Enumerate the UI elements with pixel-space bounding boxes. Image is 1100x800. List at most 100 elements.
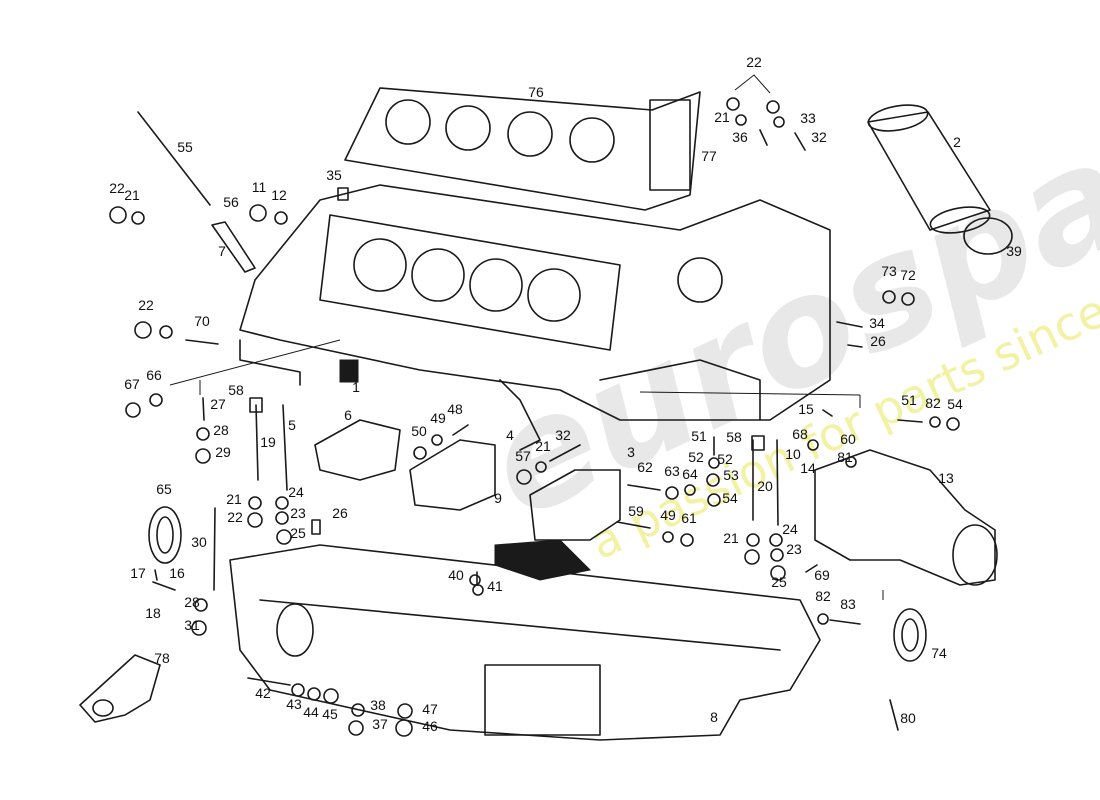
callout-70: 70 [194, 313, 210, 329]
callout-53: 53 [723, 467, 739, 483]
callout-77: 77 [701, 148, 717, 164]
callout-78: 78 [154, 650, 170, 666]
callout-10: 10 [785, 446, 801, 462]
hardware-nuts-washers [109, 97, 960, 737]
callout-22: 22 [138, 297, 154, 313]
callout-65: 65 [156, 481, 172, 497]
oil-seals [148, 506, 927, 662]
callout-49: 49 [660, 507, 676, 523]
callout-2: 2 [953, 134, 961, 150]
callout-68: 68 [792, 426, 808, 442]
callout-72: 72 [900, 267, 916, 283]
callout-28: 28 [213, 422, 229, 438]
callout-58: 58 [726, 429, 742, 445]
callout-21: 21 [226, 491, 242, 507]
callout-55: 55 [177, 139, 193, 155]
watermark: eurospares a passion for parts since 198… [462, 0, 1100, 570]
callout-52: 52 [717, 451, 733, 467]
callout-7: 7 [218, 243, 226, 259]
callout-48: 48 [447, 401, 463, 417]
callout-38: 38 [370, 697, 386, 713]
callout-19: 19 [260, 434, 276, 450]
callout-21: 21 [714, 109, 730, 125]
leader-lines [169, 74, 884, 600]
callout-47: 47 [422, 701, 438, 717]
callout-45: 45 [322, 706, 338, 722]
callout-31: 31 [184, 617, 200, 633]
callout-34: 34 [869, 315, 885, 331]
callout-32: 32 [811, 129, 827, 145]
callout-63: 63 [664, 463, 680, 479]
callout-43: 43 [286, 696, 302, 712]
callout-80: 80 [900, 710, 916, 726]
callout-25: 25 [771, 574, 787, 590]
callout-51: 51 [691, 428, 707, 444]
callout-12: 12 [271, 187, 287, 203]
callout-49: 49 [430, 410, 446, 426]
callout-82: 82 [815, 588, 831, 604]
callout-25: 25 [290, 525, 306, 541]
callout-11: 11 [252, 179, 267, 195]
callout-29: 29 [215, 444, 231, 460]
callout-59: 59 [628, 503, 644, 519]
callout-52: 52 [688, 449, 704, 465]
callout-3: 3 [627, 444, 635, 460]
callout-57: 57 [515, 448, 531, 464]
cap-studs [213, 404, 899, 731]
callout-27: 27 [210, 396, 226, 412]
callout-17: 17 [130, 565, 146, 581]
callout-44: 44 [303, 704, 319, 720]
callout-23: 23 [290, 505, 306, 521]
callout-30: 30 [191, 534, 207, 550]
callout-69: 69 [814, 567, 830, 583]
callout-74: 74 [931, 645, 947, 661]
callout-37: 37 [372, 716, 388, 732]
callout-22: 22 [227, 509, 243, 525]
callout-1: 1 [352, 379, 360, 395]
callout-82: 82 [925, 395, 941, 411]
callout-20: 20 [757, 478, 773, 494]
callout-6: 6 [344, 407, 352, 423]
callout-35: 35 [326, 167, 342, 183]
callout-46: 46 [422, 718, 438, 734]
callout-36: 36 [732, 129, 748, 145]
callout-24: 24 [288, 484, 304, 500]
callout-22: 22 [109, 180, 125, 196]
callout-54: 54 [947, 396, 963, 412]
callout-67: 67 [124, 376, 140, 392]
callout-14: 14 [800, 460, 816, 476]
lower-crankcase [229, 539, 821, 741]
callout-22: 22 [746, 54, 762, 70]
hardware-bolts [152, 129, 923, 625]
callout-32: 32 [555, 427, 571, 443]
callout-28: 28 [184, 594, 200, 610]
callout-21: 21 [124, 187, 140, 203]
callout-64: 64 [682, 466, 698, 482]
callout-41: 41 [487, 578, 503, 594]
callout-24: 24 [782, 521, 798, 537]
callout-13: 13 [938, 470, 954, 486]
callout-15: 15 [798, 401, 814, 417]
callout-50: 50 [411, 423, 427, 439]
callout-54: 54 [722, 490, 738, 506]
callout-18: 18 [145, 605, 161, 621]
callout-16: 16 [169, 565, 185, 581]
callout-26: 26 [332, 505, 348, 521]
callout-81: 81 [837, 449, 853, 465]
callout-58: 58 [228, 382, 244, 398]
callout-66: 66 [146, 367, 162, 383]
callout-61: 61 [681, 510, 697, 526]
callout-56: 56 [223, 194, 239, 210]
crankcase-block [239, 184, 831, 451]
callout-23: 23 [786, 541, 802, 557]
callout-21: 21 [723, 530, 739, 546]
long-stud [137, 111, 256, 273]
engine-mount-bracket [79, 654, 161, 723]
callout-21: 21 [535, 438, 551, 454]
callout-62: 62 [637, 459, 653, 475]
main-bearing-caps [314, 419, 621, 541]
callout-60: 60 [840, 431, 856, 447]
